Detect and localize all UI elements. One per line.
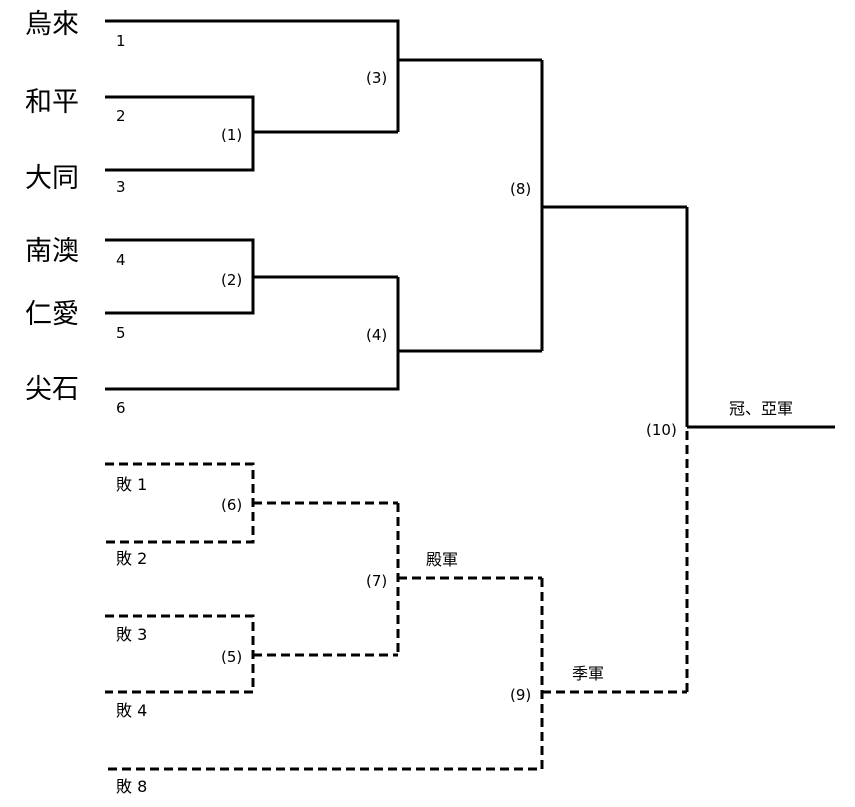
bracket-line-match-9 <box>105 578 687 771</box>
team-name: 大同 <box>25 163 79 194</box>
match-number: (8) <box>510 180 531 198</box>
match-number: (9) <box>510 686 531 704</box>
match-number: (3) <box>366 69 387 87</box>
team-name: 烏來 <box>25 9 79 40</box>
final-title: 冠、亞軍 <box>729 399 793 418</box>
match-number: (6) <box>221 496 242 514</box>
match-number: (5) <box>221 648 242 666</box>
bracket-line-match-1 <box>105 95 398 172</box>
team-name: 仁愛 <box>25 299 79 330</box>
bracket-line-match-4 <box>105 277 542 391</box>
team-seed: 4 <box>116 251 126 269</box>
loser-slot-label: 敗 1 <box>116 475 147 494</box>
match-number: (4) <box>366 326 387 344</box>
third-place-title: 季軍 <box>572 664 604 683</box>
team-seed: 3 <box>116 178 126 196</box>
team-seed: 1 <box>116 32 126 50</box>
bracket-line-match-5 <box>105 614 398 694</box>
team-seed: 6 <box>116 399 126 417</box>
team-seed: 2 <box>116 107 126 125</box>
loser-slot-label: 敗 3 <box>116 625 147 644</box>
loser-slot-label: 敗 8 <box>116 777 147 796</box>
team-name: 南澳 <box>25 236 79 267</box>
match-number: (1) <box>221 126 242 144</box>
bracket-line-match-6 <box>105 462 398 544</box>
team-name: 和平 <box>25 87 79 118</box>
match-number: (7) <box>366 572 387 590</box>
team-seed: 5 <box>116 324 126 342</box>
match-number: (2) <box>221 271 242 289</box>
fourth-place-title: 殿軍 <box>426 550 458 569</box>
loser-slot-label: 敗 4 <box>116 701 147 720</box>
bracket-line-match-7 <box>396 503 542 655</box>
bracket-line-match-2 <box>105 238 398 315</box>
team-name: 尖石 <box>25 374 79 405</box>
bracket-line-match-8 <box>540 60 687 351</box>
bracket-line-match-3 <box>105 19 542 132</box>
loser-slot-label: 敗 2 <box>116 549 147 568</box>
match-number: (10) <box>646 421 677 439</box>
